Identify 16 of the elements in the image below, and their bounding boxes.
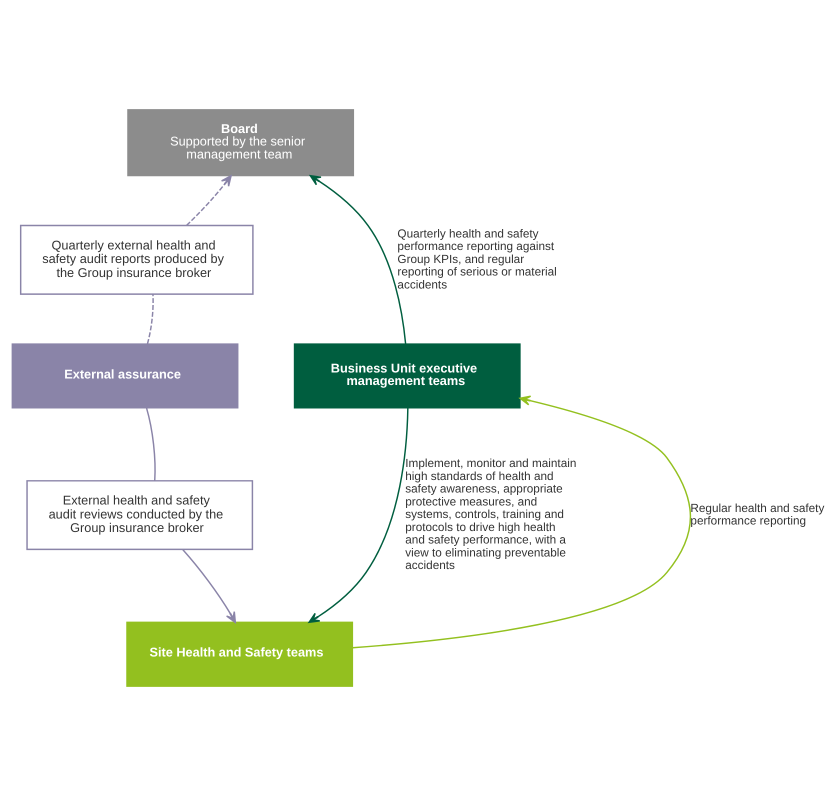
connector xyxy=(146,294,154,344)
connector xyxy=(146,408,156,481)
arrow xyxy=(352,396,692,648)
edge-label: Quarterly health and safety performance reporting against Group KPIs, and regular reporting of serious or material accidents xyxy=(397,227,557,292)
edge-label: Regular health and safety performance reporting xyxy=(690,502,824,528)
node-box: External assurance xyxy=(12,343,238,409)
node-box: Site Health and Safety teams xyxy=(126,622,354,687)
node-box: External health and safety audit reviews conducted by the Group insurance broker xyxy=(26,480,254,550)
arrow xyxy=(186,175,232,226)
arrow xyxy=(182,549,236,624)
arrow xyxy=(308,408,409,624)
edge-label: Implement, monitor and maintain high standards of health and safety awareness, appropriate protective measures, and systems, controls, training and protocols to drive high health and safety performance, with a view to eliminating preventable accidents xyxy=(405,457,576,572)
node-box: Quarterly external health and safety audit reports produced by the Group insurance broker xyxy=(20,224,254,295)
node-box: Board Supported by the senior management team xyxy=(127,109,354,176)
node-box: Business Unit executive management teams xyxy=(294,343,521,409)
arrow xyxy=(310,174,406,344)
